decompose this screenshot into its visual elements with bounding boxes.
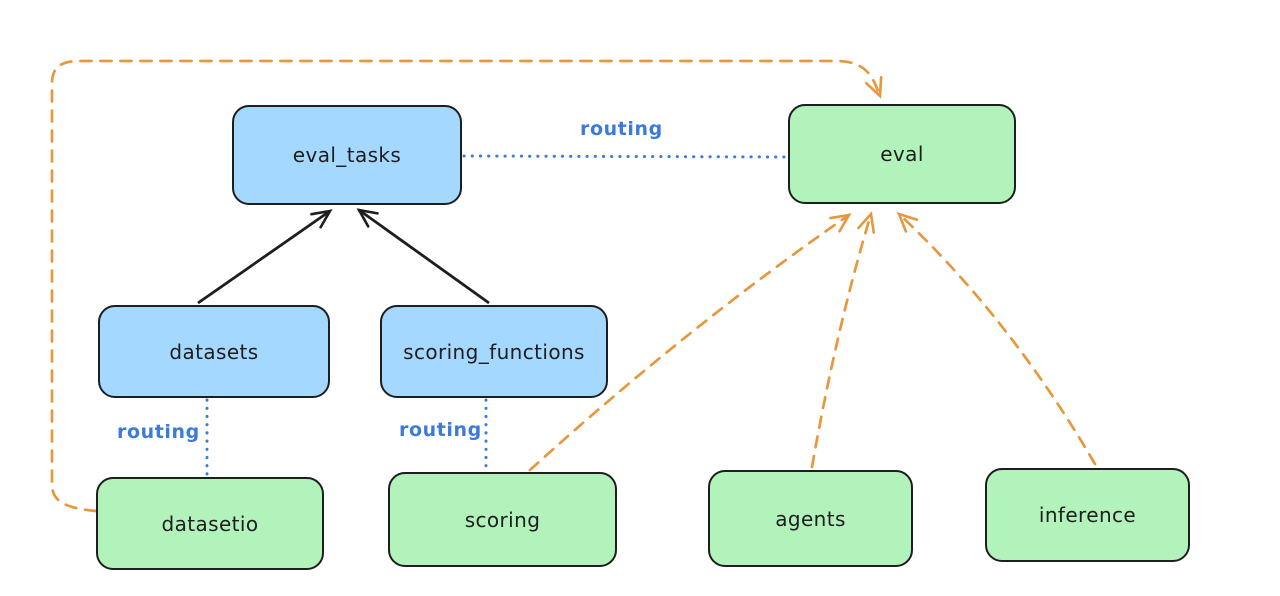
dotted-line-eval-tasks-to-eval	[462, 154, 787, 159]
node-agents: agents	[708, 470, 913, 567]
dashed-arrow-datasetio-to-eval	[50, 59, 880, 513]
node-agents-label: agents	[775, 506, 846, 531]
node-eval-tasks-label: eval_tasks	[292, 143, 402, 167]
node-eval-label: eval	[880, 142, 924, 166]
node-datasets-label: datasets	[169, 339, 259, 364]
node-scoring-label: scoring	[464, 507, 541, 532]
node-eval-tasks: eval_tasks	[232, 105, 462, 205]
node-inference: inference	[985, 468, 1190, 562]
node-datasetio: datasetio	[96, 477, 324, 570]
dashed-arrow-agents-to-eval	[810, 214, 871, 469]
node-scoring: scoring	[388, 472, 617, 567]
node-scoring-functions: scoring_functions	[380, 305, 608, 398]
dashed-arrow-scoring-to-eval	[528, 215, 849, 472]
arrow-datasets-to-eval-tasks	[197, 211, 330, 305]
node-datasetio-label: datasetio	[161, 511, 259, 536]
edge-label-routing-scoring-functions-scoring: routing	[399, 419, 482, 441]
node-eval: eval	[788, 104, 1016, 204]
edge-label-routing-datasets-datasetio: routing	[117, 421, 200, 443]
edge-label-routing-eval-tasks-eval: routing	[580, 118, 663, 140]
arrow-scoring-functions-to-eval-tasks	[359, 210, 490, 305]
node-inference-label: inference	[1038, 503, 1137, 527]
node-datasets: datasets	[98, 305, 330, 398]
dashed-arrow-inference-to-eval	[899, 214, 1097, 466]
node-scoring-functions-label: scoring_functions	[403, 339, 585, 364]
